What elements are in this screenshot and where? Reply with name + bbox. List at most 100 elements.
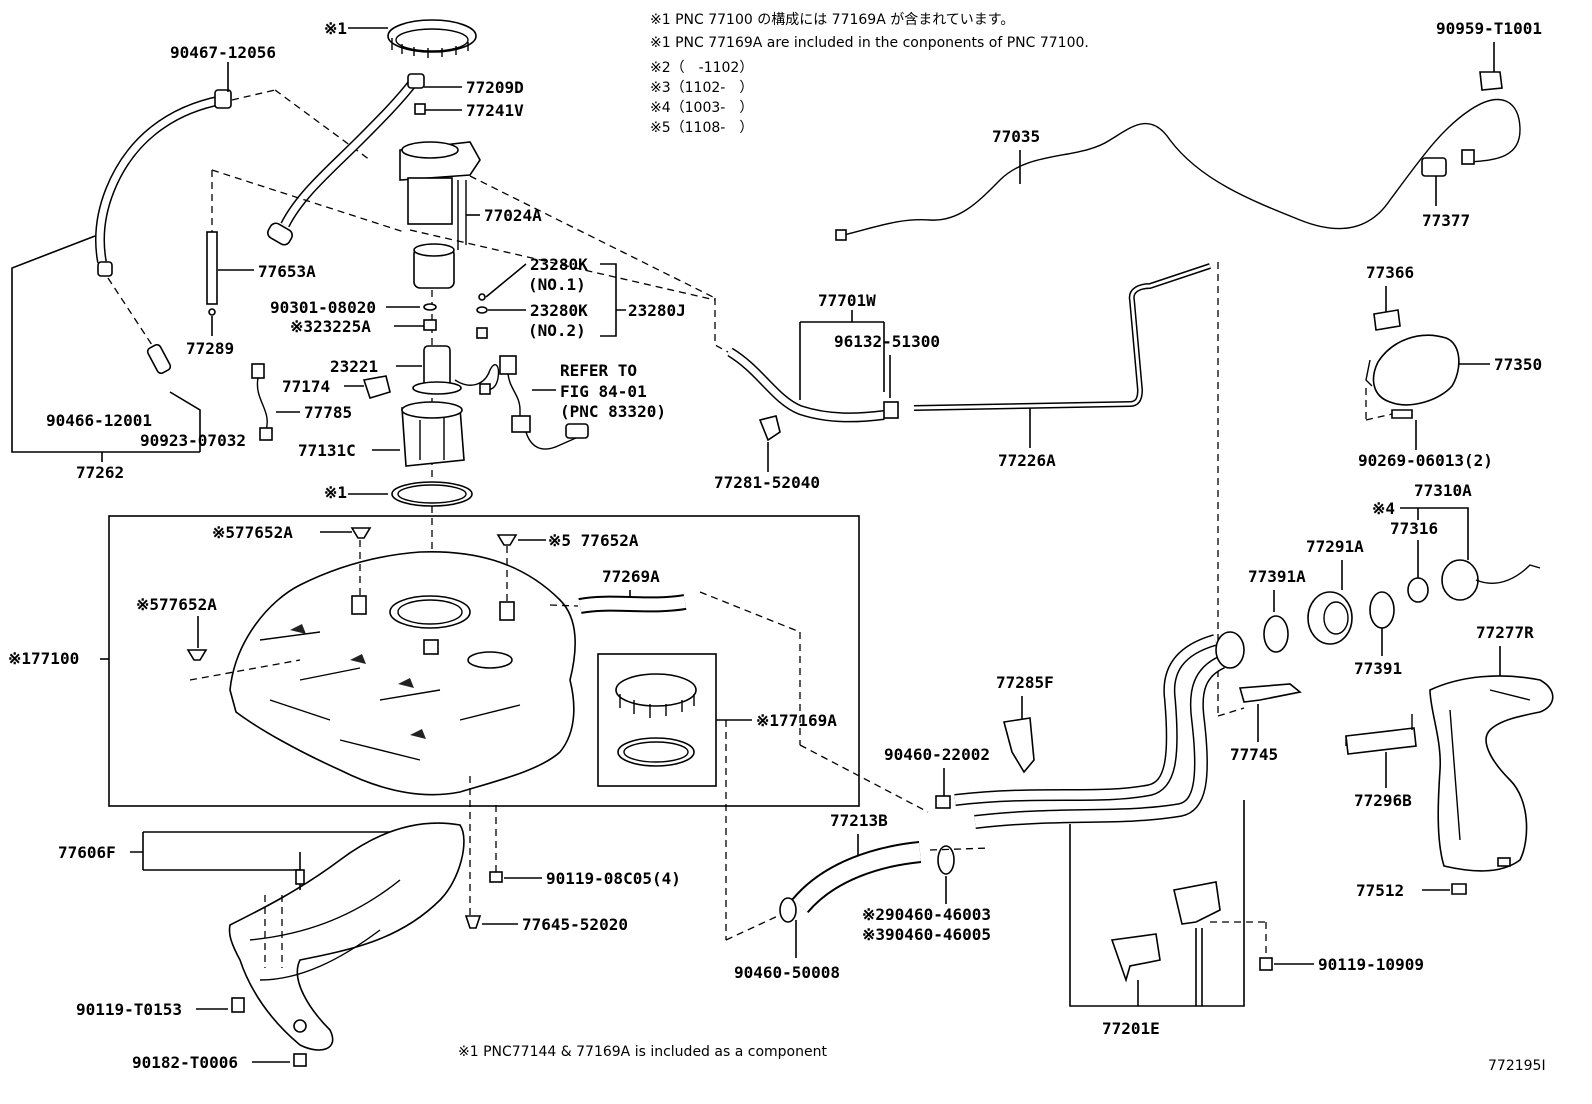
label-no2: (NO.2) — [528, 321, 586, 340]
filler-cover-77277R[interactable] — [1429, 675, 1554, 872]
ring-77391[interactable] — [1369, 591, 1395, 629]
label-77277R: 77277R — [1476, 623, 1534, 642]
clamp-90460-46003[interactable] — [937, 845, 955, 875]
label-no1: (NO.1) — [528, 275, 586, 294]
hose-77701W[interactable] — [727, 347, 899, 423]
label-refer-3: (PNC 83320) — [560, 402, 666, 421]
protector-77606F[interactable] — [228, 822, 465, 1051]
ring-77391A[interactable] — [1263, 615, 1289, 653]
hose-77213B[interactable] — [791, 841, 922, 914]
label-77785: 77785 — [304, 403, 352, 422]
label-refer-2: FIG 84-01 — [560, 382, 647, 401]
label-23280K-1: 23280K — [530, 255, 588, 274]
label-90119-T0153: 90119-T0153 — [76, 1000, 182, 1019]
label-77226A: 77226A — [998, 451, 1056, 470]
label-90301: 90301-08020 — [270, 298, 376, 317]
label-77391A: 77391A — [1248, 567, 1306, 586]
label-77100: ※177100 — [8, 649, 79, 668]
label-90269: 90269-06013(2) — [1358, 451, 1493, 470]
filler-pipe-77201E[interactable] — [954, 631, 1245, 829]
fuel-pump-assembly[interactable] — [399, 141, 481, 289]
hose-77269A[interactable] — [578, 594, 687, 614]
label-77169A: ※177169A — [756, 711, 837, 730]
label-96132: 96132-51300 — [834, 332, 940, 351]
label-77285F: 77285F — [996, 673, 1054, 692]
label-90466: 90466-12001 — [46, 411, 152, 430]
bracket-77201E-a[interactable] — [1110, 933, 1161, 983]
label-90460-22002: 90460-22002 — [884, 745, 990, 764]
gasket-77316[interactable] — [1407, 577, 1429, 603]
bracket-77296B[interactable] — [1345, 714, 1417, 755]
label-77366: 77366 — [1366, 263, 1414, 282]
label-77701W: 77701W — [818, 291, 876, 310]
note-line-2: ※1 PNC 77169A are included in the conpon… — [650, 35, 1089, 51]
label-77652A-a: ※577652A — [212, 523, 293, 542]
clamp-90460-50008[interactable] — [779, 897, 797, 923]
wire-77785[interactable] — [251, 363, 273, 441]
label-77262: 77262 — [76, 463, 124, 482]
figure-id: 772195I — [1488, 1058, 1546, 1074]
label-77201E: 77201E — [1102, 1019, 1160, 1038]
note-line-6: ※5（1108- ） — [650, 120, 753, 136]
label-77512: 77512 — [1356, 881, 1404, 900]
label-77174: 77174 — [282, 377, 330, 396]
tube-77653A[interactable] — [206, 231, 218, 305]
label-23280K-2: 23280K — [530, 301, 588, 320]
note-line-3: ※2（ -1102） — [650, 60, 753, 76]
label-77131C: 77131C — [298, 441, 356, 460]
hose-77262[interactable] — [95, 89, 232, 277]
label-90119-10909: 90119-10909 — [1318, 955, 1424, 974]
label-77745: 77745 — [1230, 745, 1278, 764]
sender-gauge[interactable] — [499, 355, 589, 450]
label-90460-50008: 90460-50008 — [734, 963, 840, 982]
label-77296B: 77296B — [1354, 791, 1412, 810]
label-77281: 77281-52040 — [714, 473, 820, 492]
label-x4: ※4 — [1372, 499, 1395, 518]
label-77291A: 77291A — [1306, 537, 1364, 556]
label-77653A: 77653A — [258, 262, 316, 281]
label-x1-ring: ※1 — [324, 483, 347, 502]
label-77391: 77391 — [1354, 659, 1402, 678]
fuel-pump-23221[interactable] — [412, 345, 500, 395]
label-77316: 77316 — [1390, 519, 1438, 538]
label-90460-46005: ※390460-46005 — [862, 925, 991, 944]
label-77377: 77377 — [1422, 211, 1470, 230]
bracket-77201E-b[interactable] — [1173, 881, 1221, 925]
filler-neck-77291A[interactable] — [1307, 591, 1353, 645]
label-77289: 77289 — [186, 339, 234, 358]
label-77269A: 77269A — [602, 567, 660, 586]
hinge-77366[interactable] — [1373, 309, 1401, 331]
note-line-4: ※3（1102- ） — [650, 80, 753, 96]
note-line-1: ※1 PNC 77100 の構成には 77169A が含まれています。 — [650, 12, 1014, 28]
connector-90923[interactable] — [146, 343, 172, 375]
cable-77035[interactable] — [835, 99, 1521, 241]
fuel-lid-77350[interactable] — [1365, 334, 1460, 406]
label-90959: 90959-T1001 — [1436, 19, 1542, 38]
label-77606F: 77606F — [58, 843, 116, 862]
label-77024A: 77024A — [484, 206, 542, 225]
lock-ring-77169A[interactable] — [615, 673, 697, 767]
label-77645: 77645-52020 — [522, 915, 628, 934]
hose-77209D[interactable] — [266, 73, 425, 247]
footer-note: ※1 PNC77144 & 77169A is included as a co… — [458, 1044, 827, 1060]
gasket-ring[interactable] — [391, 481, 473, 507]
pump-bracket-77131C[interactable] — [401, 401, 465, 467]
fuel-tank-77100[interactable] — [229, 550, 576, 796]
lock-ring-part[interactable] — [387, 19, 477, 58]
fuel-cap-77310A[interactable] — [1441, 559, 1541, 601]
pipe-77226A[interactable] — [913, 263, 1211, 411]
label-23221: 23221 — [330, 357, 378, 376]
label-x1-top: ※1 — [324, 19, 347, 38]
clip-90959[interactable] — [1479, 71, 1503, 91]
clip-77281[interactable] — [758, 415, 781, 442]
label-77035: 77035 — [992, 127, 1040, 146]
clamp-77285F[interactable] — [1002, 717, 1035, 774]
label-90467: 90467-12056 — [170, 43, 276, 62]
label-77310A: 77310A — [1414, 481, 1472, 500]
opener-77377[interactable] — [1421, 149, 1475, 177]
label-23225A: ※323225A — [290, 317, 371, 336]
label-90182: 90182-T0006 — [132, 1053, 238, 1072]
bracket-77745[interactable] — [1238, 683, 1302, 703]
